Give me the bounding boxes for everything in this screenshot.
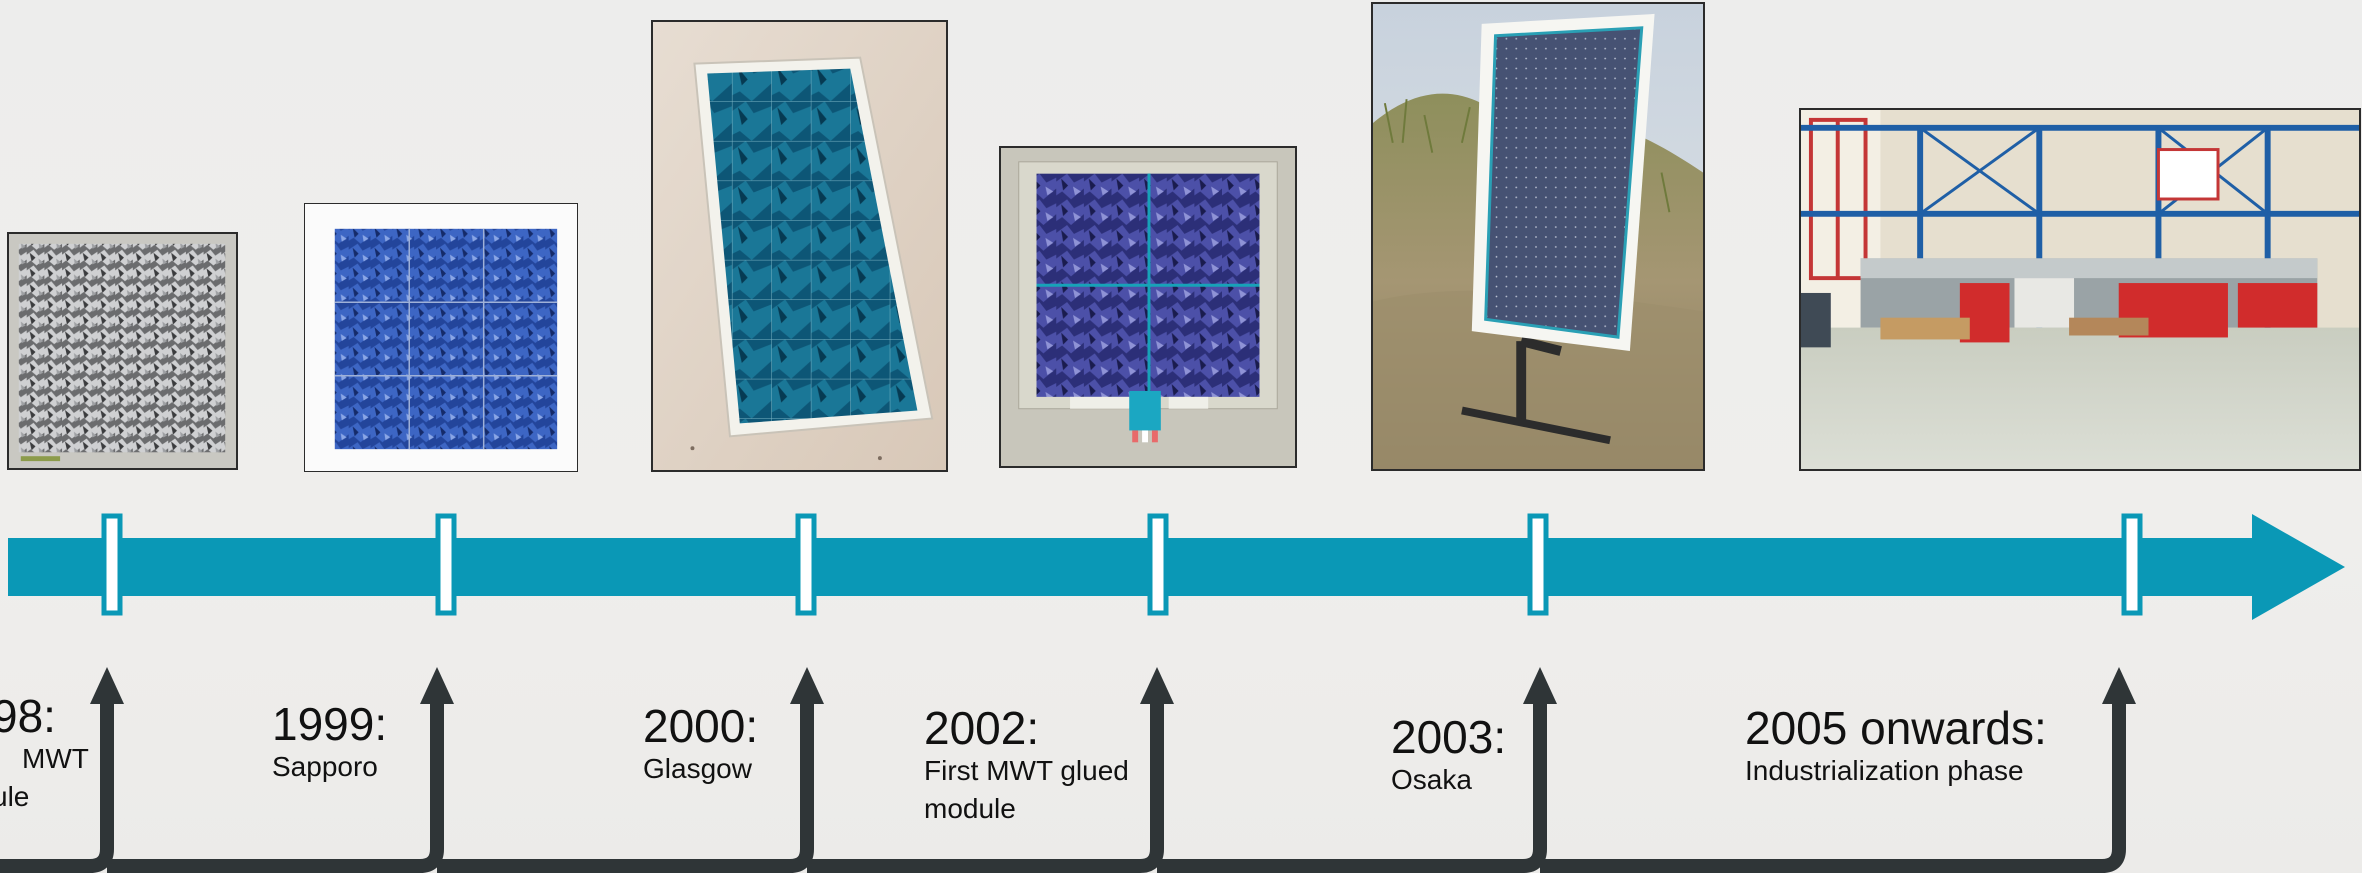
arrowhead-2002 bbox=[1140, 667, 1174, 704]
arrowhead-1998 bbox=[90, 667, 124, 704]
milestone-year: 98: bbox=[0, 690, 56, 742]
milestone-year: 2002: bbox=[924, 702, 1040, 754]
timeline-tick-1999 bbox=[435, 513, 457, 616]
milestone-1998: 98: MWT ule bbox=[0, 692, 89, 816]
milestone-desc-line: First MWT glued bbox=[924, 755, 1129, 787]
milestone-desc-line: Osaka bbox=[1391, 764, 1472, 796]
timeline-arrow bbox=[8, 514, 2345, 620]
arrowhead-2000 bbox=[790, 667, 824, 704]
timeline-tick-2002 bbox=[1147, 513, 1169, 616]
arrowhead-2005 bbox=[2102, 667, 2136, 704]
module-1999-photo bbox=[304, 203, 578, 472]
milestone-desc-line: MWT bbox=[22, 743, 89, 775]
milestone-2005: 2005 onwards: Industrialization phase bbox=[1745, 704, 2047, 790]
milestone-desc-line: module bbox=[924, 793, 1016, 825]
milestone-2002: 2002: First MWT glued module bbox=[924, 704, 1129, 828]
timeline-tick-2003 bbox=[1527, 513, 1549, 616]
milestone-2000: 2000: Glasgow bbox=[643, 702, 758, 788]
milestone-year: 1999: bbox=[272, 698, 388, 750]
arrowhead-2003 bbox=[1523, 667, 1557, 704]
milestone-year: 2003: bbox=[1391, 711, 1507, 763]
milestone-2003: 2003: Osaka bbox=[1391, 713, 1506, 799]
module-2003-photo bbox=[1371, 2, 1705, 471]
timeline-tick-2005 bbox=[2121, 513, 2143, 616]
factory-2005-photo bbox=[1799, 108, 2361, 471]
module-1998-photo bbox=[7, 232, 238, 470]
module-2002-photo bbox=[999, 146, 1297, 468]
timeline-tick-2000 bbox=[795, 513, 817, 616]
module-2000-photo bbox=[651, 20, 948, 472]
timeline-tick-1998 bbox=[101, 513, 123, 616]
timeline-connector-arrowheads bbox=[90, 667, 2136, 704]
milestone-desc-line: Sapporo bbox=[272, 751, 378, 783]
milestone-desc-line: Glasgow bbox=[643, 753, 752, 785]
milestone-desc-line: Industrialization phase bbox=[1745, 755, 2024, 787]
milestone-1999: 1999: Sapporo bbox=[272, 700, 387, 786]
milestone-desc-line: ule bbox=[0, 781, 30, 813]
milestone-year: 2000: bbox=[643, 700, 759, 752]
milestone-year: 2005 onwards: bbox=[1745, 702, 2047, 754]
arrowhead-1999 bbox=[420, 667, 454, 704]
